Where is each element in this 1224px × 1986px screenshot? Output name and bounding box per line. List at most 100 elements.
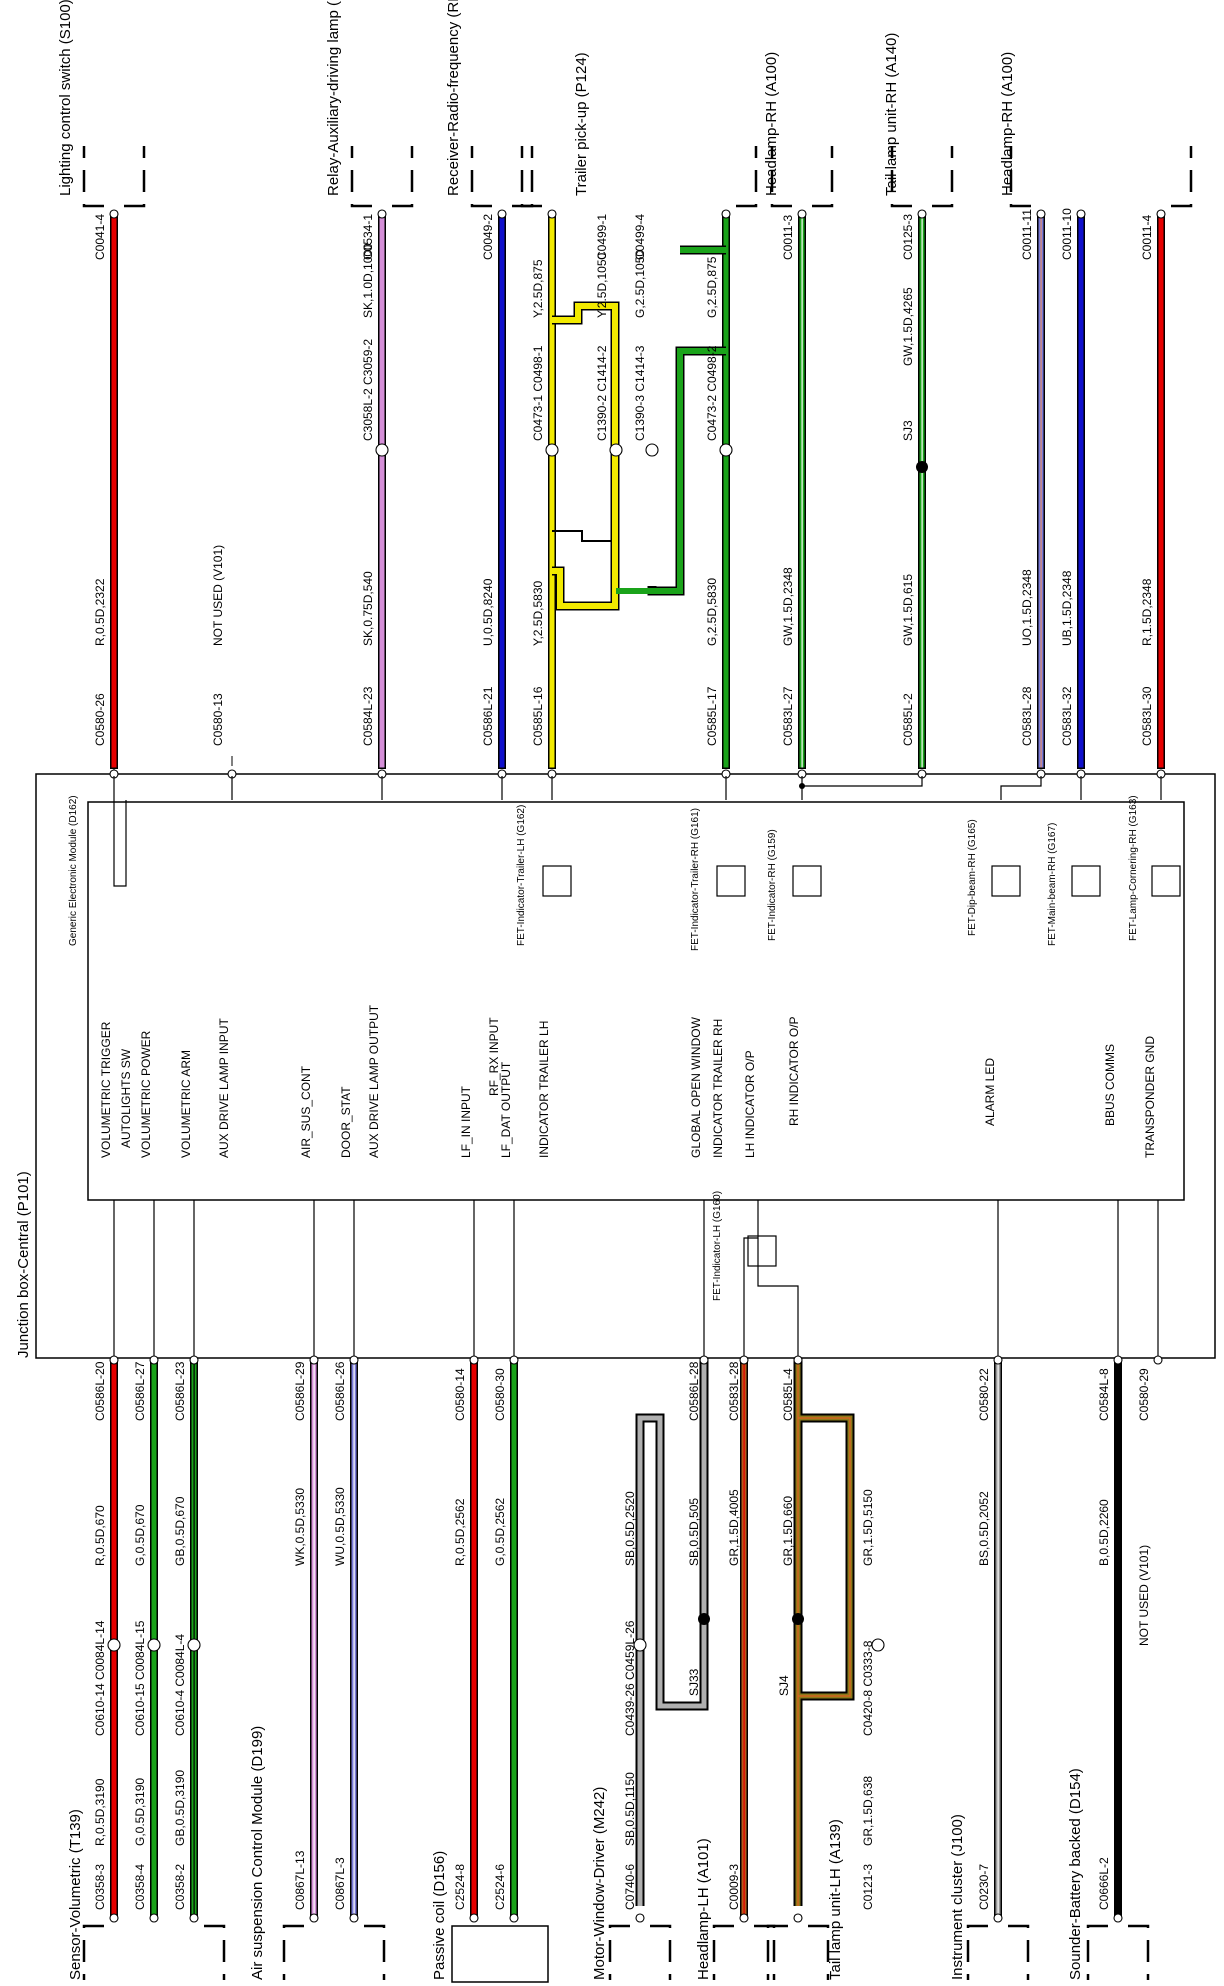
b11-conn-top: C0580-22 [977, 1368, 991, 1421]
w5-conn-bot: C0585L-16 [531, 686, 545, 746]
w7-conn-top: C0011-3 [781, 215, 795, 260]
b3-inline: C0610-4 C0084L-4 [173, 1634, 187, 1736]
b8-conn-top: C0586L-28 [687, 1361, 701, 1421]
b1-inline: C0610-14 C0084L-14 [93, 1620, 107, 1736]
b8-spec-mid: SB,0.5D,2520 [623, 1491, 637, 1566]
label-a139: Tail lamp unit-LH (A139) [827, 1819, 844, 1980]
b1-spec: R,0.5D,3190 [93, 1778, 107, 1846]
b10-inline: C0420-8 C0333-8 [861, 1640, 875, 1736]
gem-pin-18: BBUS COMMS [1103, 1044, 1117, 1126]
w10-spec: UB,1.5D,2348 [1060, 570, 1074, 646]
b7-conn-top: C0580-30 [493, 1368, 507, 1421]
label-t139: Sensor-Volumetric (T139) [67, 1809, 84, 1980]
w3-conn-top: C0534-1 [361, 214, 375, 260]
w11-spec: R,1.5D,2348 [1140, 578, 1154, 646]
b9-conn-bot: C0009-3 [727, 1864, 741, 1910]
w7-conn-bot: C0583L-27 [781, 686, 795, 746]
splice-sj33-dot [698, 1613, 710, 1625]
w1-conn-top: C0041-4 [93, 214, 107, 260]
w1-conn-bot: C0580-26 [93, 693, 107, 746]
b6-conn-top: C0580-14 [453, 1368, 467, 1421]
w8-spec-top: GW,1.5D,4265 [901, 287, 915, 366]
w3-inline: C3058L-2 C3059-2 [361, 339, 375, 441]
w1-spec: R,0.5D,2322 [93, 578, 107, 646]
gem-title: Generic Electronic Module (D162) [68, 795, 79, 946]
b6-conn-bot: C2524-8 [453, 1864, 467, 1910]
label-j100: Instrument cluster (J100) [949, 1814, 966, 1980]
b8-spec-top: SB,0.5D,505 [687, 1498, 701, 1566]
gem-pin-6: AIR_SUS_CONT [299, 1065, 313, 1158]
fet-g160: FET-Indicator-LH (G160) [712, 1191, 723, 1301]
wire-w4-core [499, 217, 505, 768]
label-d156: Passive coil (D156) [431, 1851, 448, 1980]
b3-conn-bot: C0358-2 [173, 1864, 187, 1910]
label-r269: Relay-Auxiliary-driving lamp (R269) [325, 0, 342, 196]
w6-spec-top: G,2.5D,1050 [633, 250, 647, 318]
wire-b8-core [637, 1358, 707, 1906]
gem-pin-8: AUX DRIVE LAMP OUTPUT [367, 1004, 381, 1158]
w3-conn-bot: C0584L-23 [361, 686, 375, 746]
w5-spec: Y,2.5D,5830 [531, 581, 545, 646]
w4-conn-bot: C0586L-21 [481, 686, 495, 746]
gem-pin-3: VOLUMETRIC POWER [139, 1030, 153, 1158]
b8-conn-bot: C0740-6 [623, 1864, 637, 1910]
w10-conn-bot: C0583L-32 [1060, 686, 1074, 746]
b6-spec: R,0.5D,2562 [453, 1498, 467, 1566]
label-t203: Receiver-Radio-frequency (RF) (T203) [445, 0, 462, 196]
w4-spec: U,0.5D,8240 [481, 578, 495, 646]
w8-conn-bot: C0585L-2 [901, 693, 915, 746]
wire-b6-core [471, 1358, 477, 1919]
wire-w5-core [549, 217, 555, 768]
b4-conn-bot: C0867L-13 [293, 1850, 307, 1910]
b2-inline: C0610-15 C0084L-15 [133, 1620, 147, 1736]
gem-pin-19: TRANSPONDER GND [1143, 1036, 1157, 1158]
b13-conn-top: C0580-29 [1137, 1368, 1151, 1421]
fet-g162: FET-Indicator-Trailer-LH (G162) [516, 805, 527, 946]
fet-g159: FET-Indicator-RH (G159) [767, 829, 778, 941]
b2-conn-bot: C0358-4 [133, 1864, 147, 1910]
b8-splice: SJ33 [687, 1668, 701, 1696]
b5-spec: WU,0.5D,5330 [333, 1487, 347, 1566]
gem-pin-4: VOLUMETRIC ARM [179, 1050, 193, 1158]
wire-w1[interactable] [110, 216, 118, 776]
w3-spec: SK,0.75D,540 [361, 571, 375, 646]
gem-pin-7: DOOR_STAT [339, 1086, 353, 1158]
top-wires: C0580-26 R,0.5D,2322 C0041-4 C0580-13 NO… [93, 208, 1166, 779]
b7-conn-bot: C2524-6 [493, 1864, 507, 1910]
gem-pin-17: ALARM LED [983, 1058, 997, 1126]
gem-pin-1: VOLUMETRIC TRIGGER [99, 1021, 113, 1158]
internal-wiring [113, 776, 1162, 1358]
b8-inline: C0439-26 C0459L-26 [623, 1620, 637, 1736]
w6-inline-a: C1390-3 C1414-3 [633, 345, 647, 441]
label-a100b: Headlamp-RH (A100) [999, 52, 1016, 196]
fet-g161: FET-Indicator-Trailer-RH (G161) [690, 808, 701, 951]
w9-conn-bot: C0583L-28 [1020, 686, 1034, 746]
label-d199: Air suspension Control Module (D199) [249, 1726, 266, 1980]
b2-spec-top: G,0.5D,670 [133, 1504, 147, 1566]
wiring-diagram: Junction box-Central (P101) Generic Elec… [15, 0, 1216, 1983]
fet-g167: FET-Main-beam-RH (G167) [1047, 823, 1058, 946]
splice-sj3-dot [916, 461, 928, 473]
label-a100a: Headlamp-RH (A100) [763, 52, 780, 196]
b3-conn-top: C0586L-23 [173, 1361, 187, 1421]
label-a101: Headlamp-LH (A101) [695, 1838, 712, 1980]
gem-pin-14: INDICATOR TRAILER RH [711, 1019, 725, 1158]
fet-switches: FET-Indicator-Trailer-LH (G162) FET-Indi… [516, 795, 1181, 1301]
wire-w3-core [379, 217, 385, 768]
w8-conn-top: C0125-3 [901, 214, 915, 260]
b4-conn-top: C0586L-29 [293, 1361, 307, 1421]
w9-spec: UO,1.5D,2348 [1020, 569, 1034, 646]
w5-spec-mid: Y,2.5D,875 [531, 259, 545, 318]
b10-spec-top: GR,1.5D,660 [781, 1496, 795, 1566]
label-a140: Tail lamp unit-RH (A140) [883, 33, 900, 196]
gem-pin-15: LH INDICATOR O/P [743, 1050, 757, 1158]
w11-conn-bot: C0583L-30 [1140, 686, 1154, 746]
gem-outline [87, 801, 1185, 1201]
b2-spec: G,0.5D,3190 [133, 1778, 147, 1846]
b12-conn-bot: C0666L-2 [1097, 1857, 1111, 1910]
label-s100: Lighting control switch (S100) [57, 0, 74, 196]
w2-conn-bot: C0580-13 [211, 693, 225, 746]
b5-conn-bot: C0867L-3 [333, 1857, 347, 1910]
label-m242: Motor-Window-Driver (M242) [591, 1787, 608, 1980]
wire-w6-core [723, 217, 729, 768]
